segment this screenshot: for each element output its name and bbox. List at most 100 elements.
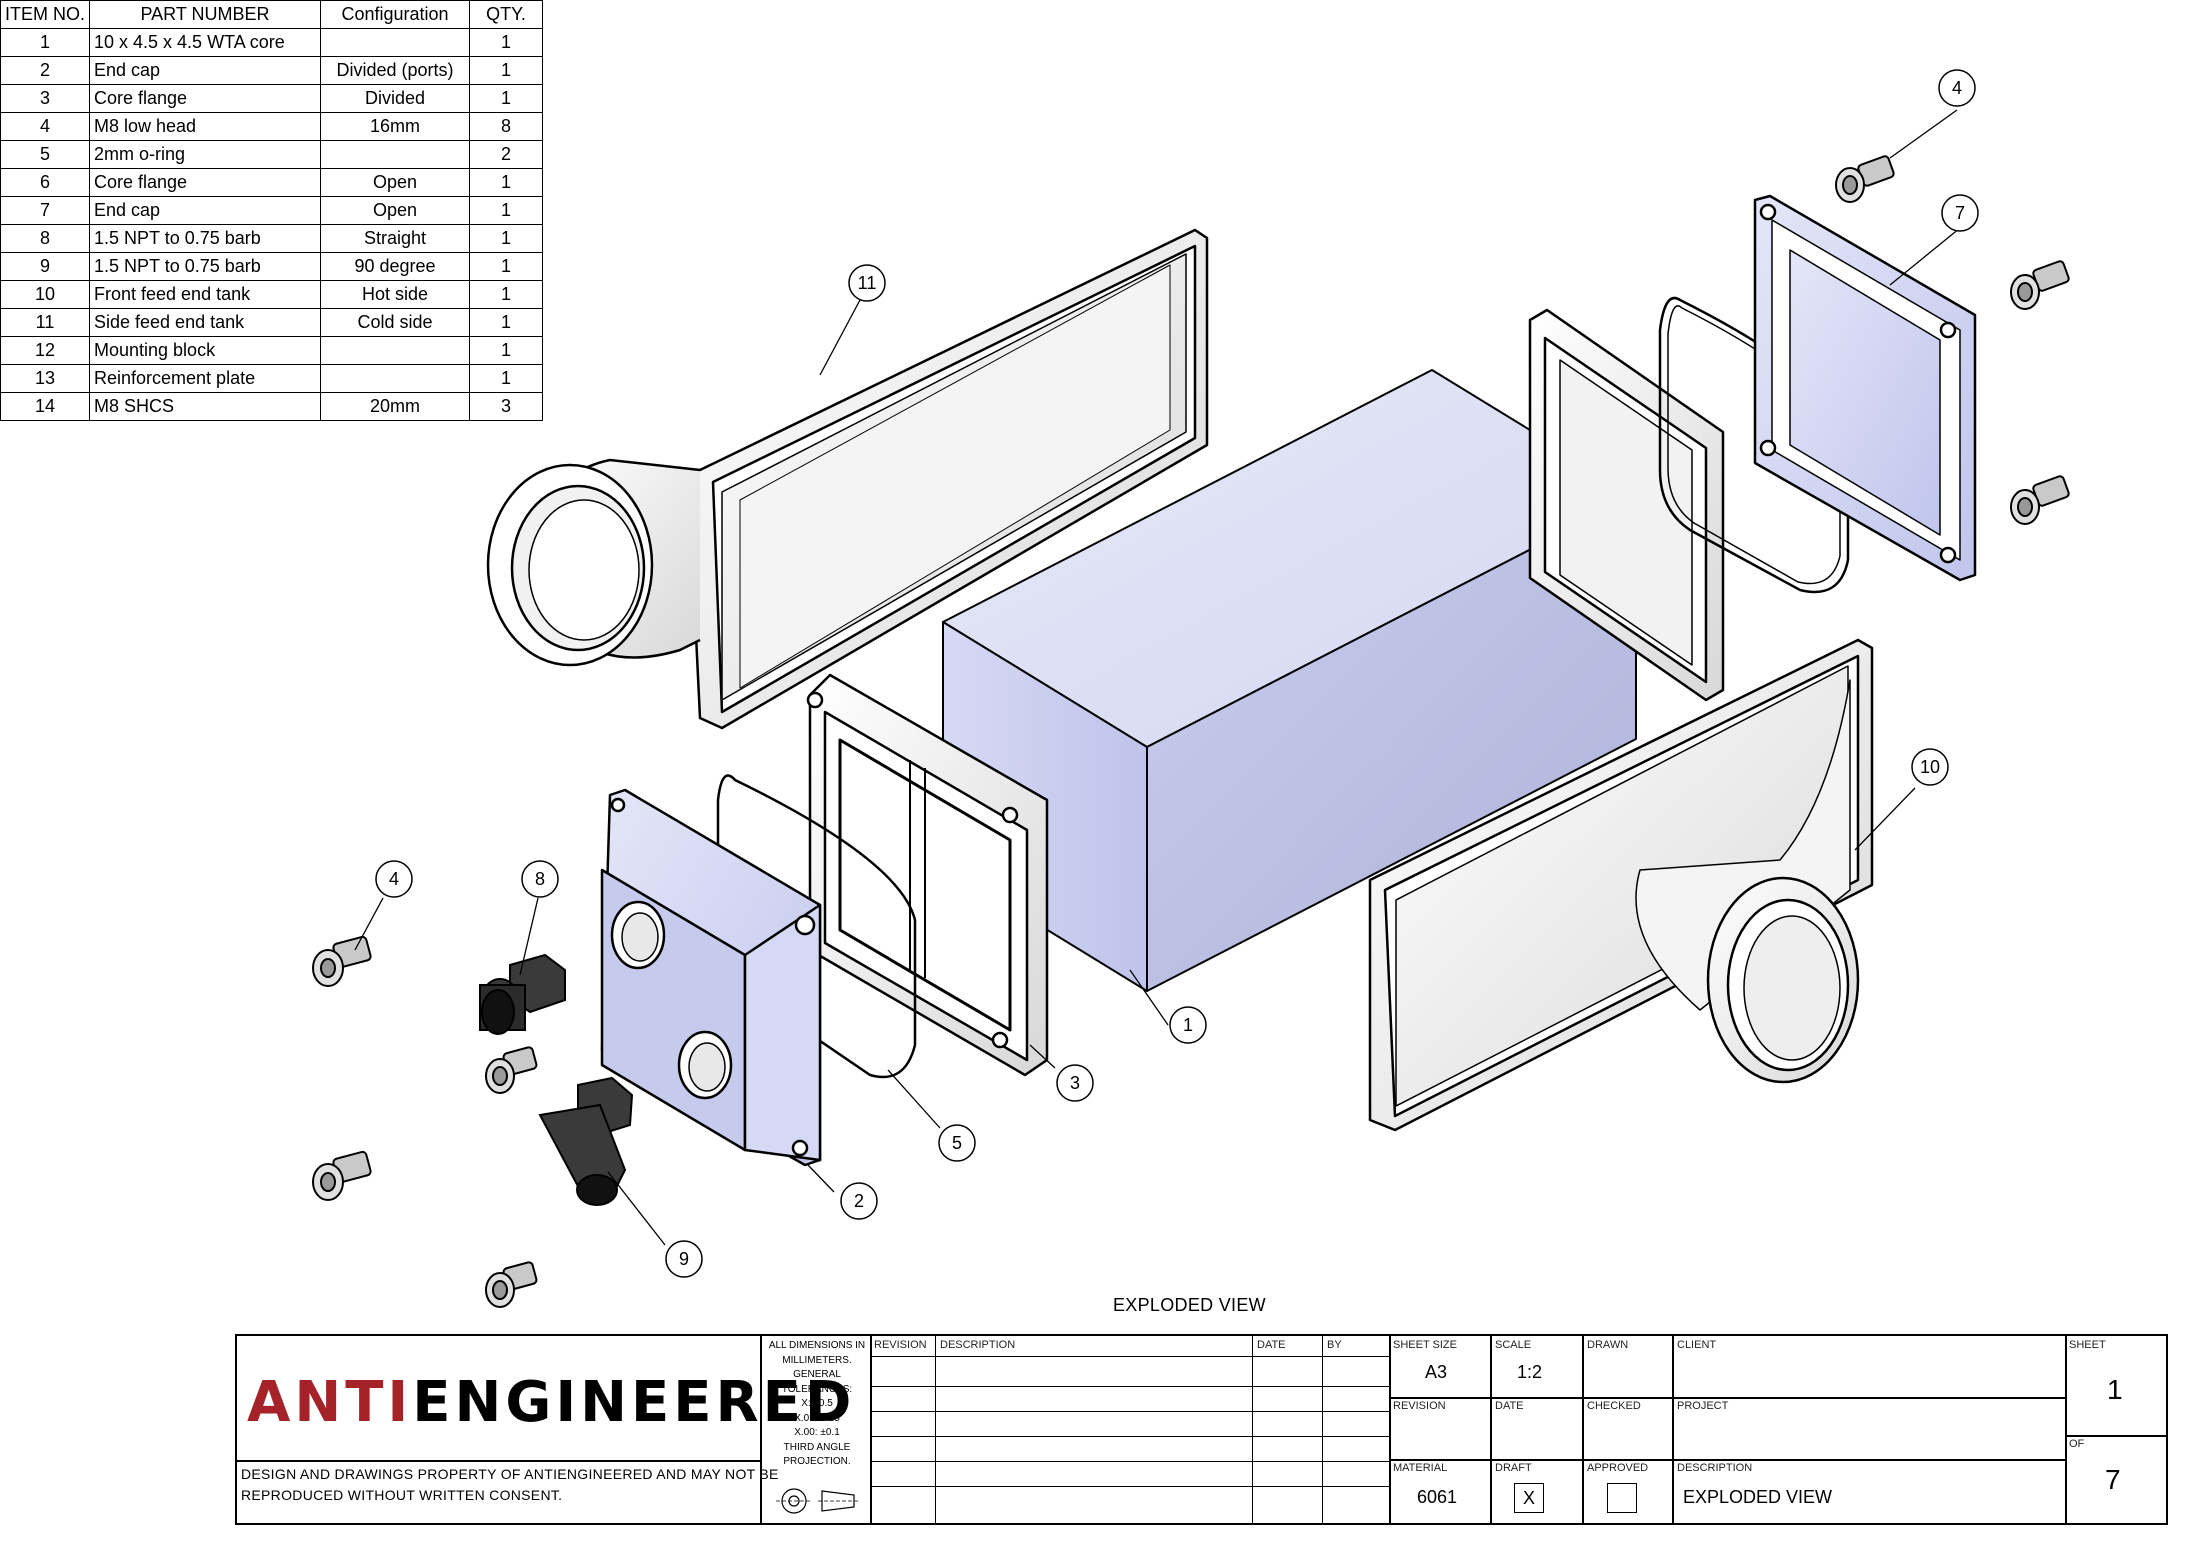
- cell-qty: 1: [469, 336, 543, 365]
- cell-qty: 1: [469, 364, 543, 393]
- scale-label: SCALE: [1495, 1339, 1532, 1351]
- balloon-2: 2: [840, 1182, 878, 1220]
- bolt-top-3: [2010, 475, 2070, 525]
- leader-lines: [354, 109, 1961, 1246]
- checked-label: CHECKED: [1587, 1400, 1641, 1412]
- balloon-3: 3: [1056, 1064, 1094, 1102]
- col-qty: QTY.: [469, 0, 543, 29]
- balloon-10: 10: [1911, 748, 1949, 786]
- approved-label: APPROVED: [1587, 1462, 1649, 1474]
- balloon-4-top: 4: [1938, 69, 1976, 107]
- cell-configuration: 16mm: [320, 112, 470, 141]
- drawn-label: DRAWN: [1587, 1339, 1629, 1351]
- svg-text:10: 10: [1920, 757, 1940, 777]
- project-label: PROJECT: [1677, 1400, 1729, 1412]
- cell-item-no: 9: [0, 252, 90, 281]
- cell-part-number: 10 x 4.5 x 4.5 WTA core: [89, 28, 321, 57]
- balloons: 4 7 11 10 1 3 5 2 4 8 9: [375, 69, 1979, 1278]
- sheet-total: 7: [2105, 1464, 2121, 1495]
- cell-configuration: Hot side: [320, 280, 470, 309]
- bolt-top-1: [1835, 155, 1895, 203]
- svg-text:5: 5: [952, 1133, 962, 1153]
- cell-configuration: [320, 28, 470, 57]
- col-configuration: Configuration: [320, 0, 470, 29]
- title-block: ANTIENGINEERED DESIGN AND DRAWINGS PROPE…: [235, 1334, 2168, 1525]
- cell-item-no: 7: [0, 196, 90, 225]
- description-label: DESCRIPTION: [1677, 1462, 1753, 1474]
- cell-item-no: 2: [0, 56, 90, 85]
- cell-qty: 1: [469, 280, 543, 309]
- client-label: CLIENT: [1677, 1339, 1717, 1351]
- cell-item-no: 11: [0, 308, 90, 337]
- description-value: EXPLODED VIEW: [1683, 1487, 1833, 1507]
- side-feed-end-tank: [486, 228, 1209, 730]
- cell-part-number: 1.5 NPT to 0.75 barb: [89, 224, 321, 253]
- cell-configuration: 90 degree: [320, 252, 470, 281]
- draft-label: DRAFT: [1495, 1462, 1532, 1474]
- balloon-8: 8: [521, 860, 559, 898]
- cell-qty: 8: [469, 112, 543, 141]
- cell-part-number: Side feed end tank: [89, 308, 321, 337]
- cell-configuration: Divided: [320, 84, 470, 113]
- cell-item-no: 4: [0, 112, 90, 141]
- bolt-left-3: [312, 1150, 372, 1201]
- date-label: DATE: [1495, 1400, 1524, 1412]
- cell-item-no: 13: [0, 364, 90, 393]
- bolt-left-4: [485, 1261, 538, 1308]
- parts-table-header: ITEM NO. PART NUMBER Configuration QTY.: [0, 0, 543, 29]
- cell-configuration: [320, 336, 470, 365]
- cell-configuration: Open: [320, 196, 470, 225]
- cell-configuration: [320, 140, 470, 169]
- cell-part-number: Reinforcement plate: [89, 364, 321, 393]
- view-caption: EXPLODED VIEW: [1113, 1295, 1266, 1315]
- cell-part-number: Core flange: [89, 168, 321, 197]
- cell-part-number: 2mm o-ring: [89, 140, 321, 169]
- cell-item-no: 5: [0, 140, 90, 169]
- revision-label: REVISION: [1393, 1400, 1446, 1412]
- cell-qty: 1: [469, 224, 543, 253]
- cell-configuration: Divided (ports): [320, 56, 470, 85]
- cell-qty: 1: [469, 28, 543, 57]
- draft-checkbox[interactable]: X: [1514, 1483, 1544, 1513]
- svg-text:2: 2: [854, 1191, 864, 1211]
- cell-qty: 1: [469, 252, 543, 281]
- approved-checkbox[interactable]: [1607, 1483, 1637, 1513]
- cell-part-number: 1.5 NPT to 0.75 barb: [89, 252, 321, 281]
- col-part-number: PART NUMBER: [89, 0, 321, 29]
- cell-item-no: 3: [0, 84, 90, 113]
- bolts: [312, 155, 2070, 1308]
- svg-text:4: 4: [389, 869, 399, 889]
- svg-text:8: 8: [535, 869, 545, 889]
- cell-configuration: [320, 364, 470, 393]
- date-header: DATE: [1257, 1339, 1286, 1351]
- end-cap-divided: [600, 788, 822, 1167]
- sheet-size-label: SHEET SIZE: [1393, 1339, 1457, 1351]
- description-header: DESCRIPTION: [940, 1339, 1016, 1351]
- front-feed-end-tank: [1368, 638, 1874, 1132]
- bolt-top-2: [2010, 260, 2070, 310]
- end-cap-open: [1753, 194, 1977, 582]
- cell-qty: 1: [469, 196, 543, 225]
- balloon-5: 5: [938, 1124, 976, 1162]
- cell-qty: 2: [469, 140, 543, 169]
- cell-part-number: End cap: [89, 56, 321, 85]
- cell-item-no: 1: [0, 28, 90, 57]
- cell-part-number: Front feed end tank: [89, 280, 321, 309]
- sheet-size-value: A3: [1425, 1362, 1448, 1382]
- bolt-left-1: [312, 935, 372, 987]
- balloon-4-left: 4: [375, 860, 413, 898]
- company-logo: ANTIENGINEERED: [247, 1370, 856, 1435]
- balloon-7: 7: [1941, 194, 1979, 232]
